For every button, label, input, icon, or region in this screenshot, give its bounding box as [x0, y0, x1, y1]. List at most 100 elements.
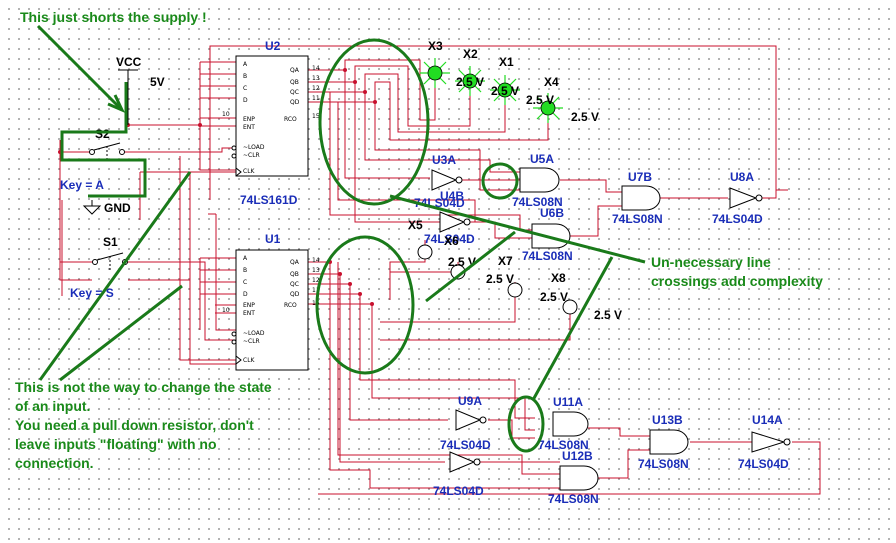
u12b-ref: U12B [562, 449, 593, 463]
u2-pnum-15: 15 [312, 113, 320, 120]
u6b-ref: U6B [540, 206, 564, 220]
u5a-ref: U5A [530, 152, 554, 166]
gate-u6b[interactable]: U6B 74LS08N [522, 206, 573, 263]
probe-x4[interactable]: X4 2.5 V 2.5 V [526, 75, 599, 124]
u2-pnum-13: 13 [312, 75, 320, 82]
u1-pin-enp: ENP [243, 302, 255, 309]
u2-pin-clr: ~CLR [243, 152, 260, 159]
probe-x7[interactable]: X7 2.5 V [486, 254, 523, 298]
x8-ref: X8 [551, 271, 566, 285]
u1-pin-qa: QA [290, 259, 300, 266]
u1-pin-a: A [243, 255, 248, 262]
u4b-ref: U4B [440, 189, 464, 203]
u1-pnum-14: 14 [312, 257, 320, 264]
note-floating-line2: of an input. [15, 398, 90, 414]
x4-value: 2.5 V [526, 93, 554, 107]
u9a-part: 74LS04D [440, 438, 491, 452]
u6b-part: 74LS08N [522, 249, 573, 263]
x7-value: 2.5 V [486, 272, 514, 286]
x2-ref: X2 [463, 47, 478, 61]
junction-dots [58, 68, 377, 306]
u2-pin-qb: QB [290, 79, 299, 86]
x7-ref: X7 [498, 254, 513, 268]
u1-pin-d: D [243, 291, 248, 298]
s2-key: Key = A [60, 178, 104, 192]
note-floating-line5: connection. [15, 455, 94, 471]
x1-value: 2.5 V [491, 84, 519, 98]
gate-u7b[interactable]: U7B 74LS08N [612, 170, 663, 226]
gate-u5a[interactable]: U5A 74LS08N [512, 152, 563, 209]
u1-pin-b: B [243, 267, 247, 274]
u2-pnum-11: 11 [312, 95, 320, 102]
s1-key: Key = S [70, 286, 114, 300]
u2-pin-ent: ENT [243, 124, 255, 131]
u2-part: 74LS161D [240, 193, 298, 207]
u1-ref: U1 [265, 232, 281, 246]
gate-u9a[interactable]: U9A 74LS04D [440, 394, 491, 452]
x8-value-2: 2.5 V [594, 308, 622, 322]
gate-u12b[interactable]: U12B 74LS08N [548, 449, 599, 506]
probe-x2[interactable]: X2 2.5 V [455, 47, 485, 96]
u2-pin-clk: CLK [243, 168, 256, 175]
u1-pin-ent: ENT [243, 310, 255, 317]
u5a-part: 74LS08N [512, 195, 563, 209]
u8a-part: 74LS04D [712, 212, 763, 226]
annotations [36, 24, 646, 453]
power-gnd: GND [82, 200, 131, 215]
u2-pnum-12: 12 [312, 85, 320, 92]
u2-pnum-14: 14 [312, 65, 320, 72]
u2-pin-qc: QC [290, 89, 299, 96]
u1-pnum-13: 13 [312, 267, 320, 274]
gate-u8a[interactable]: U8A 74LS04D [712, 170, 763, 226]
note-crossings-line1: Un-necessary line [651, 254, 771, 270]
x6-value: 2.5 V [448, 255, 476, 269]
counter-u2[interactable]: U2 74LS161D A B C D ENP ENT ~LOAD ~CLR C… [222, 39, 320, 207]
gate-u11a[interactable]: U11A 74LS08N [538, 395, 589, 452]
gate-u13b[interactable]: U13B 74LS08N [638, 413, 689, 471]
x4-value-2: 2.5 V [571, 110, 599, 124]
probe-x6[interactable]: X6 2.5 V [444, 234, 476, 280]
note-floating-line1: This is not the way to change the state [15, 379, 272, 395]
switch-s1[interactable]: S1 Key = S [70, 235, 128, 300]
u2-pin-d: D [243, 97, 248, 104]
probe-x3[interactable]: X3 [420, 39, 450, 88]
u12b-part: 74LS08N [548, 492, 599, 506]
u2-pin-enp: ENP [243, 116, 255, 123]
vcc-value: 5V [150, 75, 165, 89]
u1-pin-clk: CLK [243, 357, 256, 364]
u1-pnum-12: 12 [312, 277, 320, 284]
x6-ref: X6 [444, 234, 459, 248]
note-crossings-line2: crossings add complexity [651, 273, 823, 289]
u9a-ref: U9A [458, 394, 482, 408]
u1-pin-qb: QB [290, 271, 299, 278]
u1-pnum-11: 11 [312, 287, 320, 294]
u3a-ref: U3A [432, 153, 456, 167]
u10-part: 74LS04D [433, 484, 484, 498]
probe-x1[interactable]: X1 2.5 V [490, 55, 520, 105]
u13b-part: 74LS08N [638, 457, 689, 471]
u8a-ref: U8A [730, 170, 754, 184]
u14a-part: 74LS04D [738, 457, 789, 471]
probe-x5[interactable]: X5 [408, 218, 433, 260]
counter-u1[interactable]: U1 A B C D ENP ENT ~LOAD ~CLR CLK QA QB … [222, 232, 320, 371]
x5-ref: X5 [408, 218, 423, 232]
gate-u4b[interactable]: U4B 74LS04D [424, 189, 475, 246]
s1-ref: S1 [103, 235, 118, 249]
note-short-supply: This just shorts the supply ! [20, 9, 207, 25]
u1-pnum-10: 10 [222, 307, 230, 314]
s2-ref: S2 [95, 127, 110, 141]
u2-ref: U2 [265, 39, 281, 53]
u1-pin-rco: RCO [284, 302, 297, 309]
u1-pin-qc: QC [290, 281, 299, 288]
u4b-part: 74LS04D [424, 232, 475, 246]
gate-u14a[interactable]: U14A 74LS04D [738, 413, 791, 471]
u7b-ref: U7B [628, 170, 652, 184]
u2-pin-rco: RCO [284, 116, 297, 123]
u7b-part: 74LS08N [612, 212, 663, 226]
u2-pnum-10: 10 [222, 111, 230, 118]
wires [59, 45, 821, 495]
probe-x8[interactable]: X8 2.5 V 2.5 V [540, 271, 622, 322]
gate-u10[interactable]: 74LS04D [433, 451, 484, 498]
